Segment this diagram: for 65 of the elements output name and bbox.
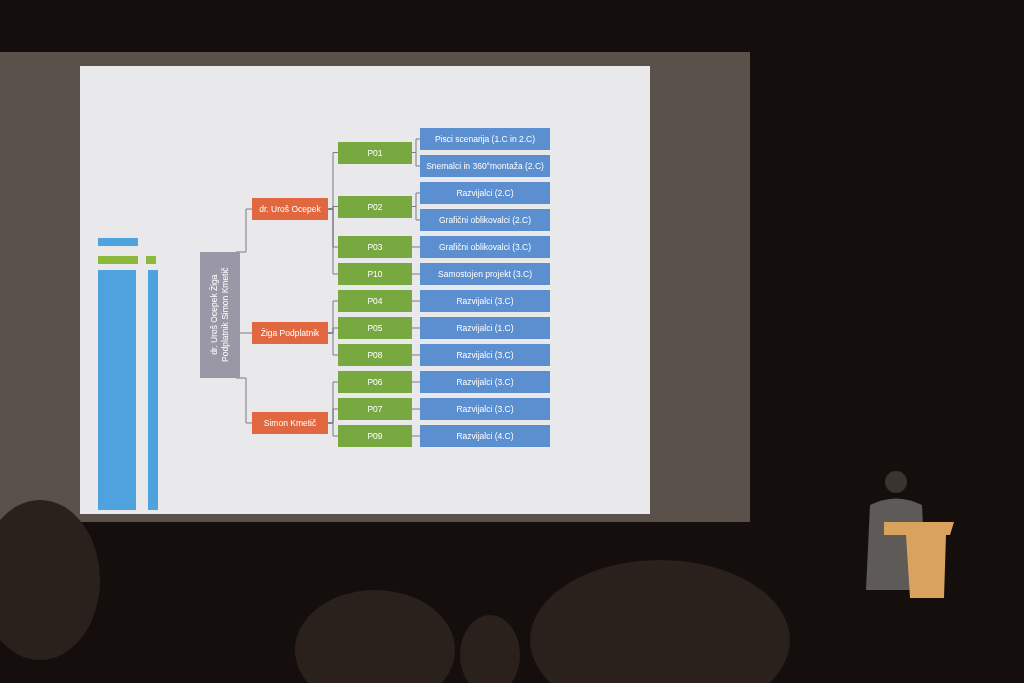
connector-line	[327, 422, 339, 437]
project-box	[338, 317, 412, 339]
box-label: Grafični oblikovalci (3.C)	[438, 242, 532, 252]
box-label: Razvijalci (3.C)	[456, 350, 514, 360]
box-label: Grafični oblikovalci (2.C)	[438, 215, 532, 225]
box-label: P01	[367, 147, 383, 158]
project-box	[338, 290, 412, 312]
connector-line	[411, 246, 421, 248]
box-label: Pisci scenarija (1.C in 2.C)	[434, 134, 536, 144]
box-label: P06	[367, 377, 383, 387]
group-box	[420, 128, 550, 150]
project-box	[338, 236, 412, 258]
box-label: Razvijalci (4.C)	[456, 431, 514, 441]
mentor-box	[252, 322, 328, 344]
connector-line	[411, 354, 421, 356]
group-box	[420, 182, 550, 204]
box-label: Simon Kmetič	[263, 418, 317, 428]
team-box	[200, 252, 240, 378]
connector-line	[327, 208, 339, 275]
group-box	[420, 371, 550, 393]
group-box	[420, 236, 550, 258]
connector-line	[411, 435, 421, 437]
project-box	[338, 344, 412, 366]
project-box	[338, 141, 412, 164]
group-box	[420, 155, 550, 177]
mentor-box	[252, 412, 328, 434]
box-label: Razvijalci (3.C)	[456, 296, 514, 306]
group-box	[420, 398, 550, 420]
box-label: Žiga Podplatnik	[260, 328, 320, 338]
box-label: P05	[367, 323, 383, 333]
group-box	[420, 209, 550, 231]
box-label: dr. Uroš Ocepek	[259, 204, 321, 214]
box-label: P09	[367, 431, 383, 441]
box-label: P10	[367, 269, 383, 279]
group-box	[420, 425, 550, 447]
box-label: Snemalci in 360°montaža (2.C)	[426, 161, 544, 171]
box-label: Samostojen projekt (3.C)	[438, 269, 532, 279]
connector-line	[411, 408, 421, 410]
mentor-box	[252, 198, 328, 220]
box-label: Razvijalci (2.C)	[456, 188, 514, 198]
box-label: Razvijalci (3.C)	[456, 404, 514, 414]
box-label: Razvijalci (1.C)	[456, 323, 514, 333]
connector-line	[239, 332, 253, 334]
connector-line	[411, 327, 421, 329]
group-box	[420, 290, 550, 312]
group-box	[420, 263, 550, 285]
box-label: P02	[367, 201, 383, 212]
group-box	[420, 317, 550, 339]
project-box	[338, 425, 412, 447]
box-label: P04	[367, 296, 383, 306]
connector-line	[411, 273, 421, 275]
connector-line	[327, 332, 339, 356]
box-label: P08	[367, 350, 383, 360]
project-box	[338, 371, 412, 393]
connector-line	[411, 381, 421, 383]
names-label: dr. Uroš Ocepek Žiga Podplatnik Simon Kmetič	[209, 266, 231, 365]
project-box	[338, 263, 412, 285]
project-box	[338, 398, 412, 420]
box-label: Razvijalci (3.C)	[456, 377, 514, 387]
connector-line	[411, 300, 421, 302]
box-label: P03	[367, 242, 383, 252]
group-box	[420, 344, 550, 366]
project-box	[338, 195, 412, 218]
connector-line	[235, 208, 253, 253]
box-label: P07	[367, 404, 383, 414]
